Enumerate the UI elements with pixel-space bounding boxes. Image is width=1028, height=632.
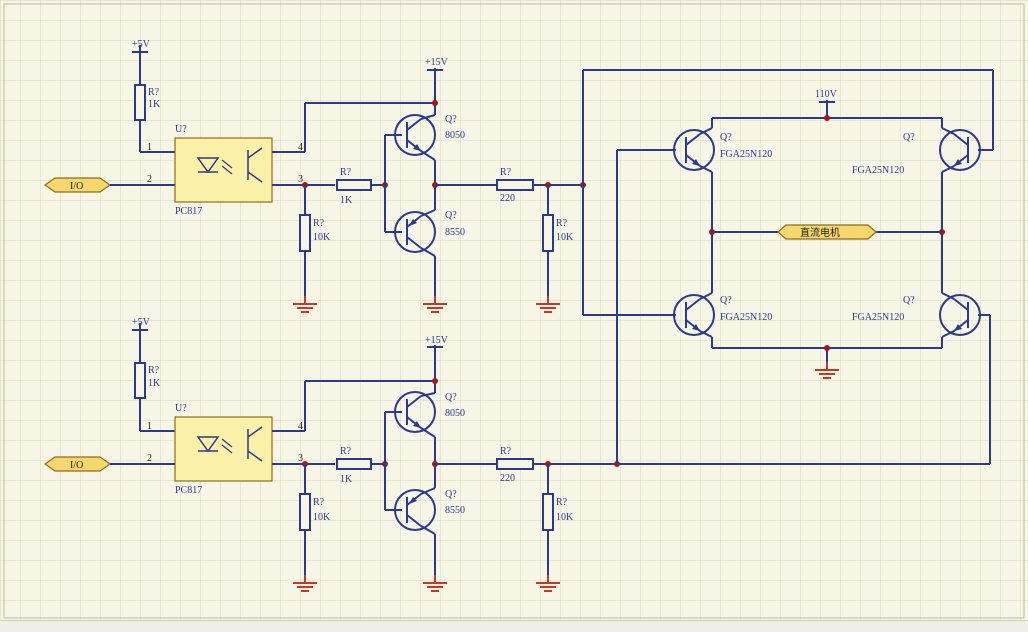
vcc-5v-label: +5V (132, 39, 151, 50)
pin-label: 3 (298, 174, 303, 185)
part-label: FGA25N120 (720, 312, 772, 323)
resistor-r1k-top[interactable] (134, 84, 146, 121)
ref-label: Q? (720, 132, 732, 143)
value-label: 10K (556, 232, 574, 243)
value-label: 10K (556, 512, 574, 523)
ref-label: R? (556, 218, 568, 229)
ref-label: R? (313, 218, 325, 229)
value-label: 10K (313, 232, 331, 243)
ref-label: Q? (445, 392, 457, 403)
resistor-r1k-series-bottom[interactable] (336, 458, 372, 470)
resistor-r220-bottom[interactable] (496, 458, 534, 470)
ref-label: R? (313, 497, 325, 508)
driver-channel-top: +5V R? 1K 1 U? PC817 I/O 2 4 +15V 3 (43, 39, 586, 313)
part-label: 8550 (445, 505, 465, 516)
resistor-r1k-series-top[interactable] (336, 179, 372, 191)
ref-label: Q? (903, 132, 915, 143)
sheet-border (3, 3, 1025, 619)
resistor-r10k-gate-top[interactable] (542, 214, 554, 252)
ref-label: R? (340, 167, 352, 178)
vcc-15v-label: +15V (425, 335, 449, 346)
port-label: I/O (70, 181, 83, 192)
ref-label: R? (500, 167, 512, 178)
vcc-5v-label: +5V (132, 317, 151, 328)
vcc-15v-label: +15V (425, 57, 449, 68)
ref-label: R? (500, 446, 512, 457)
port-label: I/O (70, 460, 83, 471)
value-label: 1K (148, 99, 161, 110)
part-label: FGA25N120 (852, 165, 904, 176)
part-label: PC817 (175, 485, 202, 496)
ref-label: R? (148, 365, 160, 376)
value-label: 1K (340, 195, 353, 206)
status-bar (0, 620, 1028, 632)
part-label: 8050 (445, 408, 465, 419)
optocoupler-pc817-bottom[interactable] (174, 416, 273, 482)
value-label: 1K (148, 378, 161, 389)
resistor-r10k-gate-bottom[interactable] (542, 493, 554, 531)
vcc-110v-label: 110V (815, 89, 838, 100)
value-label: 220 (500, 473, 515, 484)
pin-label: 2 (147, 174, 152, 185)
value-label: 10K (313, 512, 331, 523)
resistor-r10k-bottom[interactable] (299, 493, 311, 531)
part-label: 8050 (445, 130, 465, 141)
ref-label: Q? (720, 295, 732, 306)
value-label: 220 (500, 193, 515, 204)
part-label: PC817 (175, 206, 202, 217)
ref-label: Q? (903, 295, 915, 306)
part-label: FGA25N120 (720, 149, 772, 160)
ref-label: Q? (445, 210, 457, 221)
optocoupler-pc817-top[interactable] (174, 137, 273, 203)
pin-label: 1 (147, 142, 152, 153)
resistor-r10k-top[interactable] (299, 214, 311, 252)
ref-label: R? (148, 87, 160, 98)
ref-label: U? (175, 403, 187, 414)
ref-label: U? (175, 124, 187, 135)
h-bridge: 110V Q? FGA25N120 Q? FGA25N120 Q? (582, 69, 994, 464)
ref-label: Q? (445, 489, 457, 500)
pin-label: 4 (298, 421, 303, 432)
ref-label: R? (556, 497, 568, 508)
value-label: 1K (340, 474, 353, 485)
driver-channel-bottom: +5V R? 1K 1 U? PC817 I/O 2 4 +15V 3 R (43, 317, 990, 592)
part-label: FGA25N120 (852, 312, 904, 323)
ref-label: Q? (445, 114, 457, 125)
part-label: 8550 (445, 227, 465, 238)
dc-motor-port[interactable] (777, 224, 877, 240)
resistor-r220-top[interactable] (496, 179, 534, 191)
resistor-r1k-bottom[interactable] (134, 362, 146, 399)
ref-label: R? (340, 446, 352, 457)
pin-label: 3 (298, 453, 303, 464)
pin-label: 2 (147, 453, 152, 464)
pin-label: 4 (298, 142, 303, 153)
motor-label: 直流电机 (800, 226, 840, 239)
pin-label: 1 (147, 421, 152, 432)
